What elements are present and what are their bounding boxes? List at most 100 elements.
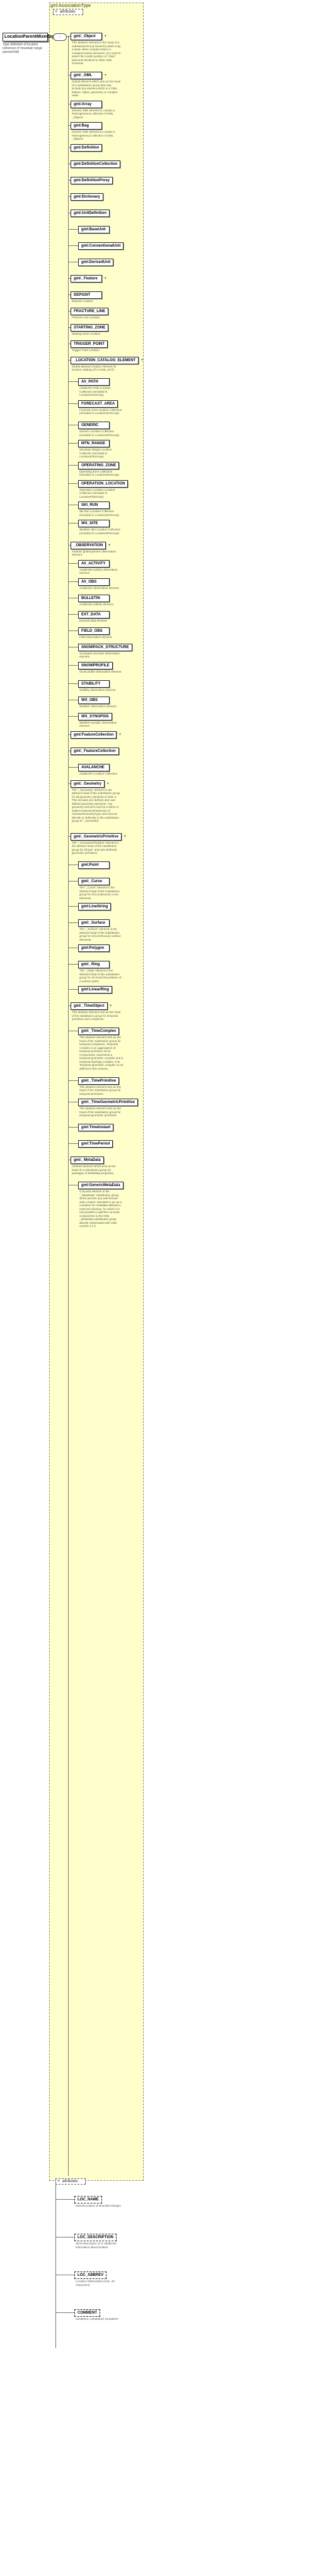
- schema-element[interactable]: TRIGGER_POINT: [71, 340, 108, 348]
- schema-element[interactable]: gml:_TimeGeometricPrimitive: [78, 1099, 138, 1106]
- schema-element[interactable]: AV_PATH: [78, 378, 110, 386]
- schema-element[interactable]: _LOCATION_CATALOG_ELEMENT: [71, 356, 144, 364]
- schema-element[interactable]: FIELD_OBS: [78, 627, 110, 635]
- schema-element[interactable]: DEPOSIT: [71, 291, 102, 299]
- attributes-group-top[interactable]: attributes: [53, 9, 83, 15]
- schema-element[interactable]: GENERIC: [78, 422, 110, 429]
- schema-element[interactable]: gml:_Surface: [78, 919, 110, 927]
- schema-element[interactable]: STARTING_ZONE: [71, 323, 109, 332]
- attributes-group-bottom[interactable]: attributes: [55, 2178, 86, 2185]
- schema-element[interactable]: gml:LineString: [78, 903, 112, 910]
- element-connector: [68, 483, 78, 484]
- schema-element[interactable]: gml:Point: [78, 861, 110, 869]
- element-connector: [68, 523, 78, 524]
- schema-element[interactable]: AVALANCHE: [78, 763, 110, 771]
- schema-element[interactable]: gml:DefinitionCollection: [71, 160, 121, 168]
- association-type-frame: [49, 3, 144, 2181]
- schema-element[interactable]: gml:_Feature: [71, 274, 106, 283]
- schema-element[interactable]: gml:_FeatureCollection: [71, 747, 119, 755]
- schema-element[interactable]: FRACTURE_LINE: [71, 307, 109, 315]
- schema-element-description: Avalanche activity observation element: [79, 568, 118, 575]
- schema-element[interactable]: BULLETIN: [78, 594, 110, 602]
- schema-element[interactable]: MTN_RANGE: [78, 440, 110, 447]
- schema-element[interactable]: gml:_Object: [71, 33, 106, 40]
- element-connector: [68, 443, 78, 444]
- attribute-item[interactable]: LOC_DESCRIPTION: [74, 2234, 117, 2241]
- schema-element[interactable]: gml:ConventionalUnit: [78, 242, 124, 250]
- element-connector: [68, 989, 78, 990]
- schema-element[interactable]: gml:UnitDefinition: [71, 209, 110, 217]
- schema-element[interactable]: gml:Definition: [71, 143, 103, 152]
- schema-element[interactable]: gml:BaseUnit: [78, 225, 110, 233]
- element-connector: [68, 464, 78, 466]
- element-connector: [68, 664, 78, 666]
- schema-element[interactable]: SKI_RUN: [78, 501, 110, 509]
- schema-element-description: This abstract element acts as the head o…: [79, 1036, 123, 1070]
- schema-element-description: Mountain Range Location Collection (Incl…: [79, 448, 112, 458]
- schema-element[interactable]: WX_OBS: [78, 696, 110, 704]
- schema-element[interactable]: gml:TimePeriod: [78, 1140, 113, 1148]
- schema-element[interactable]: gml:_Curve: [78, 878, 110, 885]
- schema-element[interactable]: STABILITY: [78, 680, 110, 688]
- schema-element[interactable]: gml:LinearRing: [78, 986, 113, 994]
- schema-element-description: Generic Location Collection (Included in…: [79, 430, 120, 437]
- element-connector: [68, 683, 78, 684]
- attribute-item[interactable]: COMMENT: [74, 2309, 100, 2317]
- schema-element[interactable]: gml:DefinitionProxy: [71, 176, 113, 184]
- schema-element[interactable]: gml:_Geometry: [71, 780, 109, 788]
- schema-element[interactable]: EXT_DATA: [78, 610, 110, 619]
- element-connector: [68, 922, 78, 923]
- schema-element[interactable]: WX_SITE: [78, 520, 110, 527]
- schema-element-description: Weather synoptic observation element: [79, 720, 117, 728]
- element-connector: [68, 881, 78, 882]
- schema-element[interactable]: gml:_GeometricPrimitive: [71, 832, 126, 841]
- schema-element-description: This abstract element is the head of a s…: [72, 41, 121, 65]
- element-connector: [68, 581, 78, 582]
- element-connector: [68, 359, 71, 361]
- attribute-item[interactable]: LOC_ABBREV: [74, 2271, 107, 2279]
- schema-element[interactable]: gml:_Ring: [78, 961, 110, 968]
- schema-element[interactable]: gml:FeatureCollection: [71, 731, 122, 739]
- element-connector: [68, 147, 71, 148]
- schema-element-description: Snowpack structure observation element: [79, 651, 120, 659]
- schema-element[interactable]: OPERATION_LOCATION: [78, 479, 129, 488]
- schema-element[interactable]: WX_SYNOPSIS: [78, 712, 112, 720]
- schema-element[interactable]: AV_OBS: [78, 578, 110, 586]
- element-connector: [68, 1080, 78, 1081]
- schema-element[interactable]: gml:Bag: [71, 122, 102, 130]
- element-connector: [68, 228, 78, 230]
- schema-element[interactable]: gml:TimeInstant: [78, 1124, 114, 1131]
- schema-element[interactable]: gml:_TimePrimitive: [78, 1077, 120, 1085]
- schema-element[interactable]: SNOWPROFILE: [78, 661, 113, 669]
- schema-element-description: The "_Geometry" element is the abstract …: [72, 788, 120, 823]
- schema-element[interactable]: gml:Polygon: [78, 944, 110, 952]
- schema-element[interactable]: gml:_GML: [71, 72, 106, 79]
- schema-element[interactable]: gml:_MetaData: [71, 1156, 104, 1164]
- schema-element[interactable]: AV_ACTIVITY: [78, 559, 110, 568]
- schema-element[interactable]: gml:Dictionary: [71, 193, 104, 201]
- schema-element[interactable]: FORECAST_AREA: [78, 400, 118, 408]
- schema-element-description: Global abstract location element for loc…: [72, 364, 117, 372]
- schema-element-description: Global element which acts as the head of…: [72, 80, 121, 97]
- schema-element[interactable]: gml:DerivedUnit: [78, 258, 114, 266]
- schema-element[interactable]: SNOWPACK_STRUCTURE: [78, 643, 132, 651]
- attribute-item-description: Name/Location of Mountain Ranges: [76, 2204, 121, 2207]
- element-connector: [68, 715, 78, 717]
- attribute-item[interactable]: LOC_NAME: [74, 2196, 102, 2204]
- schema-element-description: Avalanche Location Collection: [79, 771, 118, 775]
- schema-element-description: The "_Surface" element is the abstract h…: [79, 927, 121, 941]
- sequence-compositor[interactable]: ···: [53, 33, 67, 41]
- schema-element-description: External data element: [79, 619, 107, 622]
- schema-element[interactable]: gml:GenericMetaData: [78, 1182, 123, 1189]
- element-connector: [68, 544, 71, 546]
- element-connector: [68, 836, 71, 837]
- schema-element[interactable]: gml:Array: [71, 100, 102, 108]
- element-connector: [68, 381, 78, 382]
- schema-element[interactable]: gml:_TimeObject: [71, 1002, 112, 1010]
- root-element-box[interactable]: LocationParentMixedageType: [3, 33, 67, 42]
- schema-element[interactable]: _OBSERVATION: [71, 541, 111, 549]
- schema-element[interactable]: OPERATING_ZONE: [78, 461, 120, 469]
- schema-element-description: Stability observation element: [79, 688, 116, 692]
- schema-element[interactable]: gml:_TimeComplex: [78, 1028, 120, 1035]
- element-connector: [68, 734, 71, 735]
